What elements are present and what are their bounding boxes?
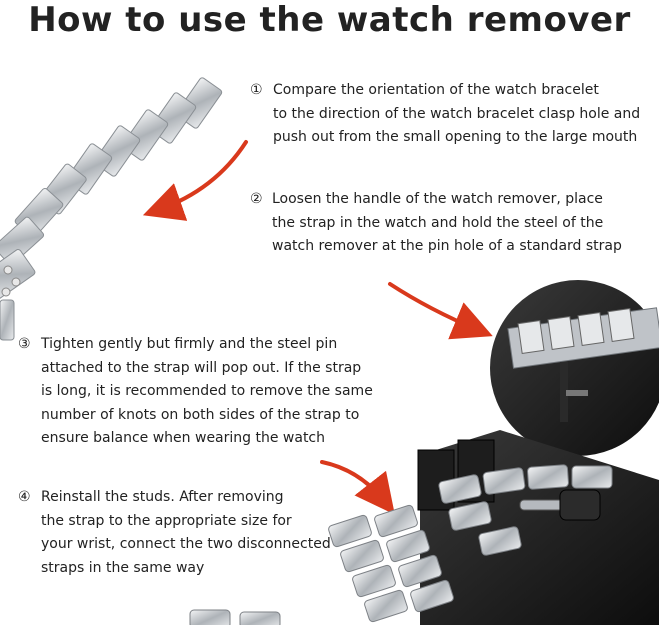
step-1: ① Compare the orientation of the watch b…	[250, 79, 640, 150]
step-2-number: ②	[250, 191, 263, 207]
remover-tool-image	[189, 430, 659, 625]
watch-bracelet-image	[0, 77, 223, 341]
step-4-line-3: your wrist, connect the two disconnected	[41, 536, 331, 552]
step-4-line-1: Reinstall the studs. After removing	[41, 489, 284, 505]
arrow-3	[320, 460, 395, 515]
step-1-line-2: to the direction of the watch bracelet c…	[273, 105, 641, 122]
arrow-1	[142, 140, 248, 221]
step-2: ② Loosen the handle of the watch remover…	[250, 188, 622, 259]
step-3-line-4: number of knots on both sides of the str…	[41, 406, 360, 423]
step-4-line-2: the strap to the appropriate size for	[41, 512, 292, 529]
step-3-number: ③	[18, 336, 31, 352]
step-1-line-1: Compare the orientation of the watch bra…	[273, 82, 599, 98]
step-2-line-3: watch remover at the pin hole of a stand…	[272, 238, 622, 254]
step-2-line-1: Loosen the handle of the watch remover, …	[272, 191, 603, 207]
step-3-line-1: Tighten gently but firmly and the steel …	[41, 336, 338, 352]
step-1-line-3: push out from the small opening to the l…	[273, 129, 638, 145]
step-3-line-5: ensure balance when wearing the watch	[41, 430, 326, 446]
page-title: How to use the watch remover	[28, 0, 631, 40]
step-3-line-2: attached to the strap will pop out. If t…	[41, 359, 362, 376]
step-2-line-2: the strap in the watch and hold the stee…	[272, 214, 604, 231]
step-4: ④ Reinstall the studs. After removing th…	[18, 486, 331, 580]
step-3: ③ Tighten gently but firmly and the stee…	[18, 333, 373, 451]
remover-closeup-image	[490, 280, 659, 456]
step-3-line-3: is long, it is recommended to remove the…	[41, 383, 373, 399]
arrow-2	[388, 282, 493, 340]
step-1-number: ①	[250, 82, 263, 98]
step-4-number: ④	[18, 489, 31, 505]
step-4-line-4: straps in the same way	[41, 559, 205, 576]
